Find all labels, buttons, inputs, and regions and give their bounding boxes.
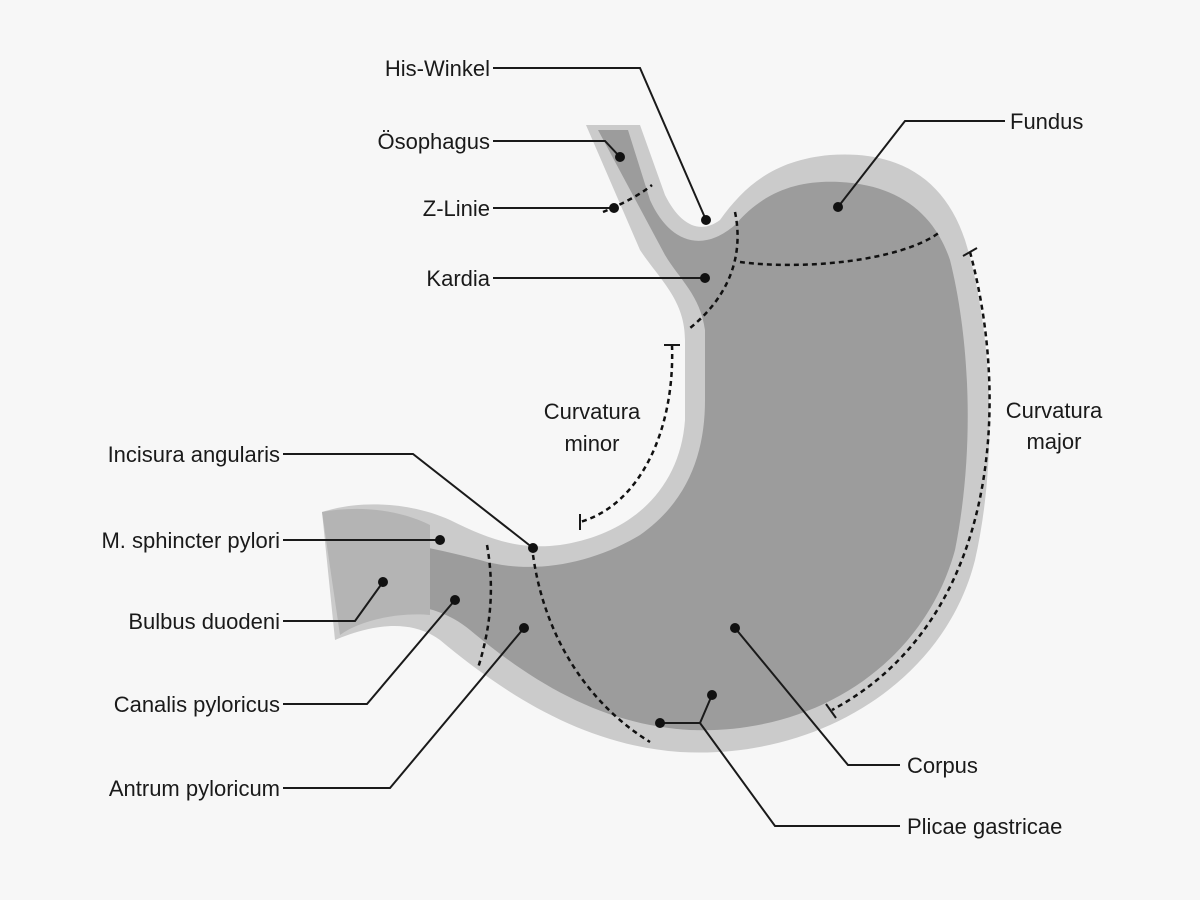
stomach-inner-mucosa: [360, 130, 968, 731]
label-plicae-gastricae: Plicae gastricae: [907, 814, 1062, 839]
label-curvatura-major-2: major: [1026, 429, 1081, 454]
label-corpus: Corpus: [907, 753, 978, 778]
curvatura-major-ends: [825, 247, 978, 719]
curvatura-minor-end-top: [579, 344, 680, 530]
leader-lines: [283, 67, 1005, 827]
label-z-linie: Z-Linie: [423, 196, 490, 221]
label-bulbus-duodeni: Bulbus duodeni: [128, 609, 280, 634]
label-fundus: Fundus: [1010, 109, 1083, 134]
label-kardia: Kardia: [426, 266, 490, 291]
cardia-border-dashed: [689, 211, 739, 329]
pylorus-border-dashed: [476, 544, 493, 669]
curvatura-major-arc: [831, 251, 991, 712]
label-canalis-pyloricus: Canalis pyloricus: [114, 692, 280, 717]
label-curvatura-major-1: Curvatura: [1006, 398, 1103, 423]
z-line-dashed: [602, 184, 653, 214]
stomach-illustration: [322, 125, 990, 753]
label-antrum-pyloricum: Antrum pyloricum: [109, 776, 280, 801]
curvatura-minor-arc: [579, 344, 674, 524]
label-incisura-angularis: Incisura angularis: [108, 442, 280, 467]
label-his-winkel: His-Winkel: [385, 56, 490, 81]
label-sphincter-pylori: M. sphincter pylori: [101, 528, 280, 553]
antrum-border-dashed: [531, 554, 651, 744]
label-curvatura-minor-1: Curvatura: [544, 399, 641, 424]
label-curvatura-minor-2: minor: [564, 431, 619, 456]
label-oesophagus: Ösophagus: [377, 129, 490, 154]
